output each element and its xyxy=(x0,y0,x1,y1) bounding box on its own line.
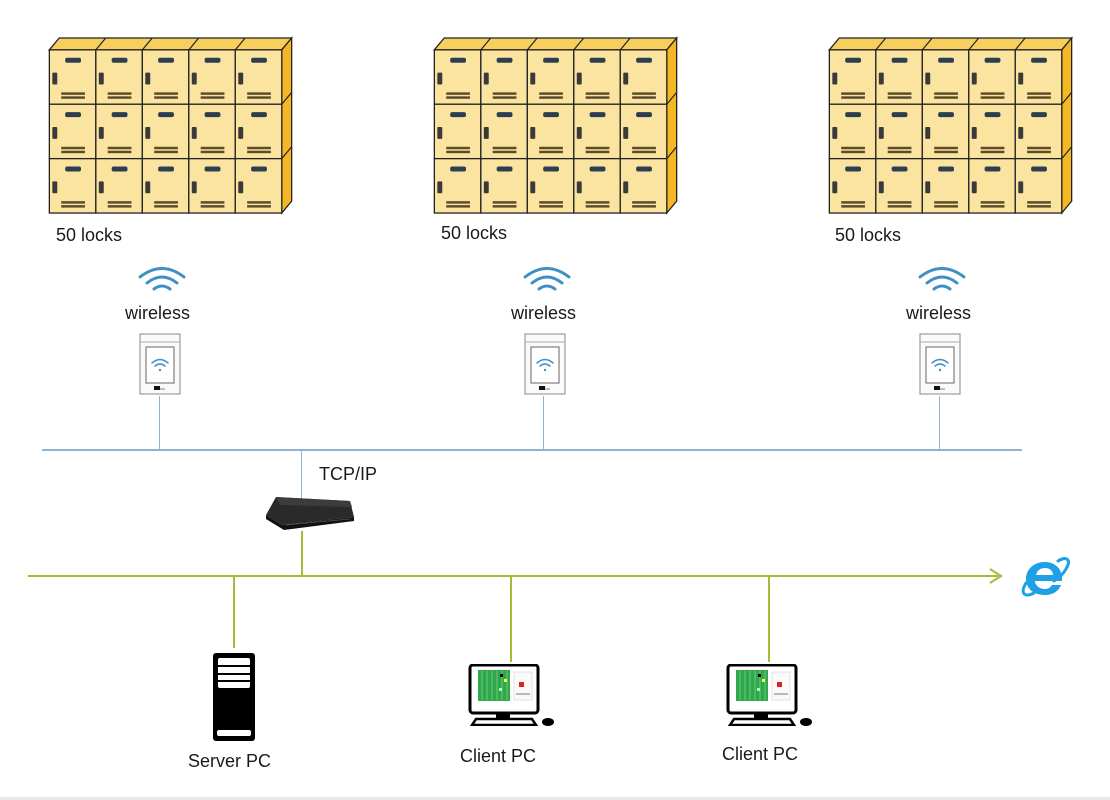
locker-door xyxy=(1014,103,1063,160)
client-pc-1-label: Client PC xyxy=(460,746,537,766)
locker-door xyxy=(480,157,528,214)
locker-door xyxy=(526,157,575,214)
wifi-icon xyxy=(536,358,554,367)
client-1-drop-line xyxy=(510,576,512,662)
server-tower-icon xyxy=(213,653,255,741)
tcp-ip-bus-line xyxy=(42,449,1022,451)
wireless-controller-icon xyxy=(919,333,961,395)
wireless-label-2: wireless xyxy=(511,303,577,323)
locker-door xyxy=(526,49,575,105)
locker-door xyxy=(875,49,923,105)
locker-door xyxy=(968,157,1016,214)
locker-door xyxy=(433,157,482,214)
locker-door xyxy=(921,157,970,214)
bottom-border xyxy=(0,797,1110,800)
wireless-controller-icon xyxy=(139,333,181,395)
lan-bus-line xyxy=(28,575,998,577)
locker-door xyxy=(619,103,668,160)
wifi-signal-icon xyxy=(138,267,186,291)
wifi-icon xyxy=(151,358,169,367)
locker-door xyxy=(48,103,97,160)
locker-door xyxy=(828,157,877,214)
locker-top xyxy=(47,37,294,51)
controller-drop-line xyxy=(159,396,160,449)
locker-bank-2 xyxy=(432,36,679,215)
locker-door xyxy=(1014,49,1063,105)
locker-side xyxy=(281,36,293,215)
screen-content xyxy=(478,670,533,701)
locker-door xyxy=(828,103,877,160)
client-2-drop-line xyxy=(768,576,770,662)
wifi-signal-icon xyxy=(918,267,966,291)
locker-door xyxy=(573,103,621,160)
locker-door xyxy=(921,49,970,105)
locker-side xyxy=(1061,36,1073,215)
locker-bank-1-label: 50 locks xyxy=(56,225,123,245)
locker-door xyxy=(234,157,283,214)
locker-door xyxy=(141,103,190,160)
controller-drop-line xyxy=(939,396,940,449)
locker-door xyxy=(95,157,143,214)
locker-bank-3-label: 50 locks xyxy=(835,225,902,245)
locker-door xyxy=(526,103,575,160)
client-pc-2-icon xyxy=(726,664,812,726)
client-pc-1-icon xyxy=(468,664,554,726)
server-drop-line xyxy=(233,576,235,648)
locker-door xyxy=(188,103,236,160)
router-uplink-line xyxy=(301,449,302,499)
locker-door xyxy=(480,103,528,160)
locker-door xyxy=(573,49,621,105)
locker-door xyxy=(433,103,482,160)
controller-drop-line xyxy=(543,396,544,449)
locker-door xyxy=(95,49,143,105)
client-pc-2-label: Client PC xyxy=(722,744,799,764)
locker-door xyxy=(1014,157,1063,214)
locker-door xyxy=(433,49,482,105)
locker-door xyxy=(188,49,236,105)
locker-door xyxy=(48,49,97,105)
router-label: TCP/IP xyxy=(319,464,378,484)
locker-door xyxy=(573,157,621,214)
locker-door xyxy=(968,49,1016,105)
locker-door xyxy=(968,103,1016,160)
locker-bank-3 xyxy=(827,36,1074,215)
screen-content xyxy=(736,670,791,701)
wireless-label-3: wireless xyxy=(906,303,972,323)
wireless-controller-icon xyxy=(524,333,566,395)
locker-door xyxy=(480,49,528,105)
locker-door xyxy=(234,103,283,160)
internet-explorer-icon xyxy=(1021,557,1070,597)
locker-door xyxy=(95,103,143,160)
wireless-label-1: wireless xyxy=(125,303,191,323)
locker-door xyxy=(141,49,190,105)
locker-top xyxy=(432,37,679,51)
arrow-right-icon xyxy=(989,568,1003,584)
locker-door xyxy=(875,157,923,214)
locker-door xyxy=(828,49,877,105)
locker-top xyxy=(827,37,1074,51)
server-pc-label: Server PC xyxy=(188,751,272,771)
locker-door xyxy=(141,157,190,214)
wifi-icon xyxy=(931,358,949,367)
network-router-icon xyxy=(266,497,354,530)
locker-side xyxy=(666,36,678,215)
locker-door xyxy=(875,103,923,160)
locker-door xyxy=(619,157,668,214)
locker-door xyxy=(234,49,283,105)
router-downlink-line xyxy=(301,531,303,576)
locker-bank-1 xyxy=(47,36,294,215)
wifi-signal-icon xyxy=(523,267,571,291)
locker-door xyxy=(921,103,970,160)
locker-door xyxy=(188,157,236,214)
locker-door xyxy=(619,49,668,105)
locker-bank-2-label: 50 locks xyxy=(441,223,508,243)
locker-door xyxy=(48,157,97,214)
